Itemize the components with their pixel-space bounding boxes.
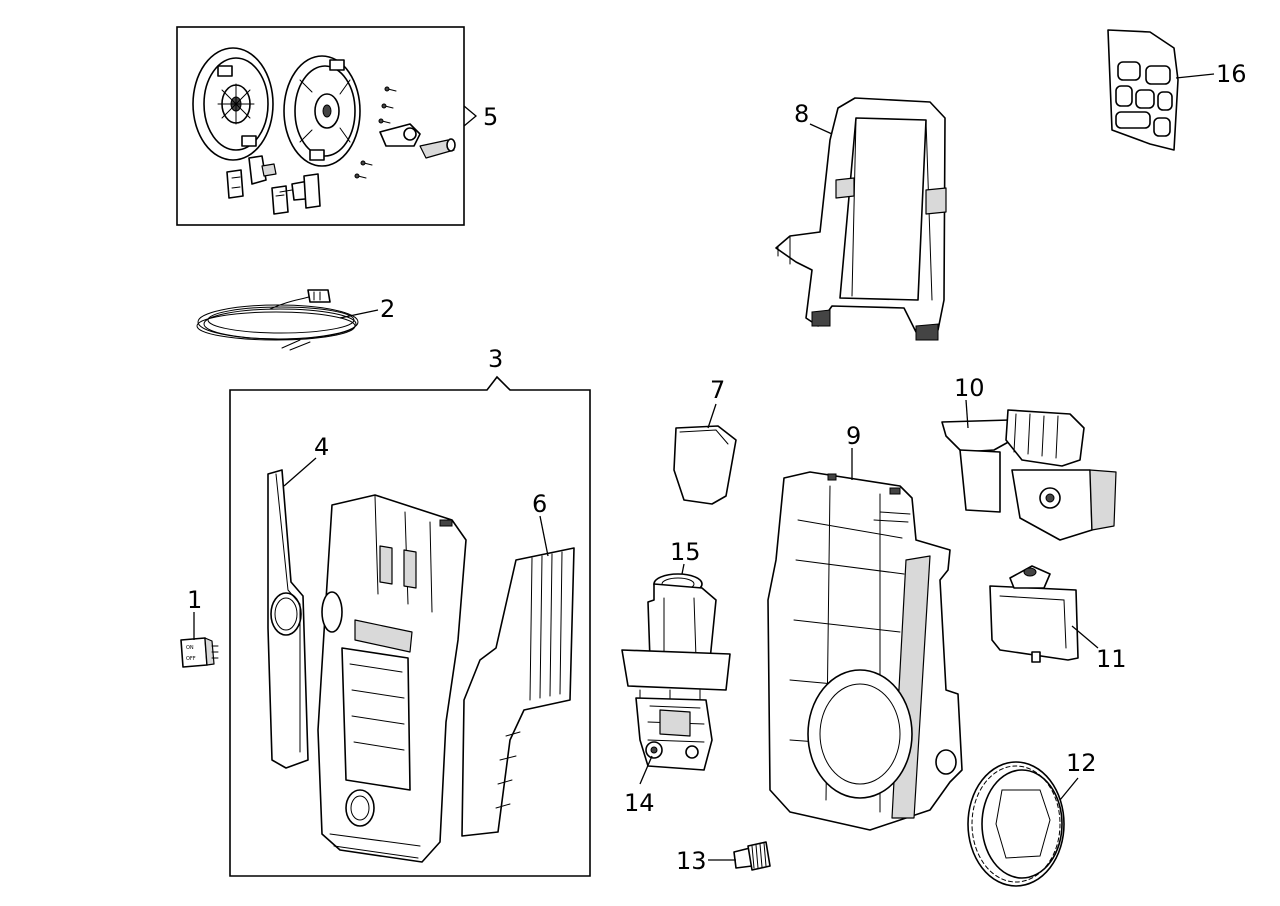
crank-handle	[379, 123, 456, 159]
part-8-handle-frame	[775, 97, 947, 341]
part-5-hose-reel-kit	[176, 26, 465, 226]
callout-14: 14	[624, 789, 655, 817]
callout-6: 6	[532, 490, 547, 518]
front-housing	[317, 494, 467, 863]
leader-lines	[193, 73, 1215, 861]
switch-on-label: ON	[186, 645, 194, 651]
callout-9: 9	[846, 422, 861, 450]
switch-off-label: OFF	[186, 656, 196, 662]
part-3-housing-set	[229, 375, 591, 877]
part-9-chassis	[767, 471, 963, 831]
callout-15: 15	[670, 538, 701, 566]
callout-11: 11	[1096, 645, 1127, 673]
callout-4: 4	[314, 433, 329, 461]
callout-16: 16	[1216, 60, 1247, 88]
callout-3: 3	[488, 345, 503, 373]
callout-10: 10	[954, 374, 985, 402]
part-12-wheel	[967, 761, 1065, 887]
part-1-switch: ON OFF	[180, 637, 219, 668]
reel-disc-right	[283, 55, 361, 167]
part-16-label-sheet	[1107, 29, 1179, 151]
part-13-inlet-fitting	[733, 841, 771, 871]
screws	[354, 86, 397, 179]
part-10-bracket	[941, 409, 1117, 541]
part-14-pump	[635, 697, 713, 771]
callout-13: 13	[676, 847, 707, 875]
part-6-rear-cover	[461, 547, 575, 837]
reel-disc-left	[192, 47, 274, 161]
reel-clips	[226, 155, 321, 215]
part-15-motor	[621, 573, 731, 701]
callout-numbers: 1 2 3 4 5 6 7 8 9 10 11 12 13 14 15 16	[187, 60, 1247, 875]
part-7-front-cap	[673, 425, 737, 505]
callout-7: 7	[710, 376, 725, 404]
part-4-side-trim	[267, 469, 309, 769]
kit-3-frame	[229, 375, 591, 877]
callout-12: 12	[1066, 749, 1097, 777]
callout-1: 1	[187, 586, 202, 614]
callout-2: 2	[380, 295, 395, 323]
callout-5: 5	[483, 103, 498, 131]
part-11-detergent-tank	[989, 565, 1079, 663]
callout-8: 8	[794, 100, 809, 128]
part-2-power-cord	[196, 289, 359, 351]
